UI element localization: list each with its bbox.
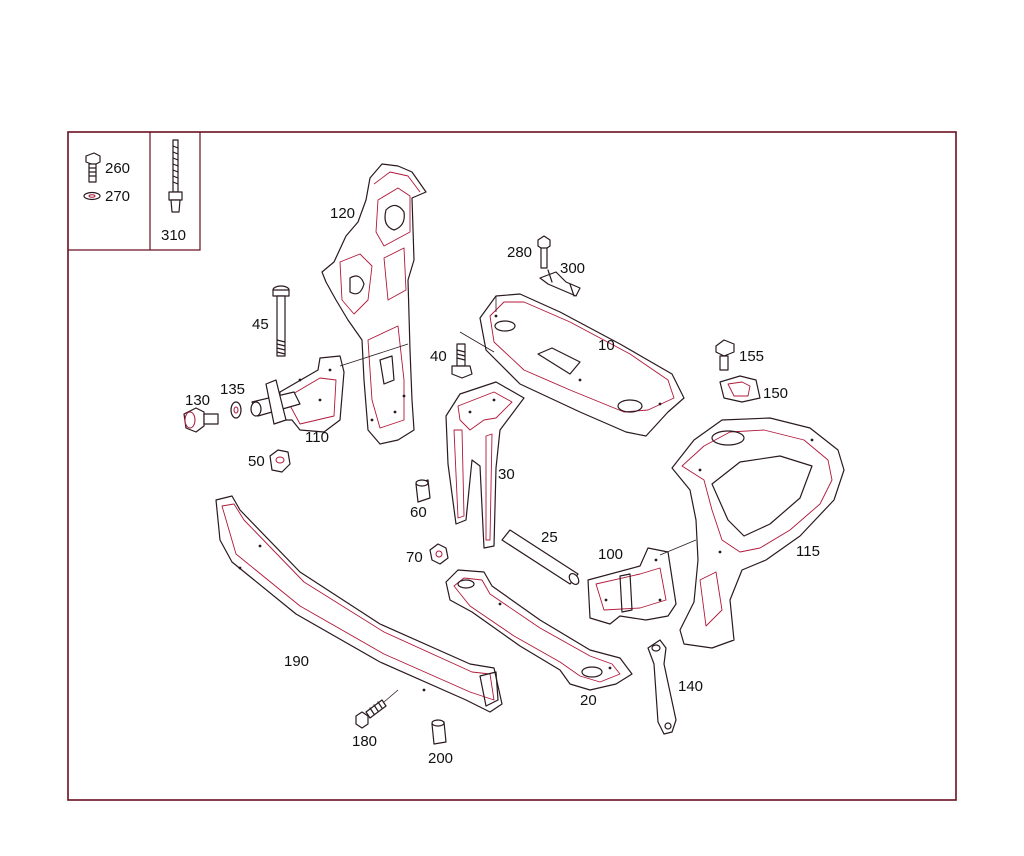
callout-115: 115	[796, 543, 820, 560]
part-155-bolt[interactable]	[715, 339, 735, 371]
part-110-left-bracket[interactable]	[250, 355, 345, 433]
callout-45: 45	[252, 316, 269, 333]
part-270-washer[interactable]	[83, 191, 101, 201]
callout-30: 30	[498, 466, 515, 483]
part-20-lower-cross-member[interactable]	[445, 569, 633, 691]
part-10-upper-cross-member[interactable]	[479, 293, 685, 437]
part-120-left-side-member[interactable]	[321, 163, 427, 445]
callout-190: 190	[284, 653, 309, 670]
part-50-nut[interactable]	[269, 449, 291, 473]
part-45-bolt[interactable]	[272, 285, 290, 357]
callout-130: 130	[185, 392, 210, 409]
part-100-right-bracket[interactable]	[587, 547, 677, 625]
part-300-clip[interactable]	[539, 269, 581, 297]
callout-120: 120	[330, 205, 355, 222]
callout-25: 25	[541, 529, 558, 546]
leader-40	[459, 331, 495, 353]
part-150-bracket[interactable]	[719, 375, 761, 403]
callout-200: 200	[428, 750, 453, 767]
part-60-bushing[interactable]	[415, 479, 431, 503]
leader-180	[383, 689, 399, 703]
callout-20: 20	[580, 692, 597, 709]
callout-155: 155	[739, 348, 764, 365]
part-130-bolt[interactable]	[183, 407, 219, 433]
callout-270: 270	[105, 188, 130, 205]
part-40-bolt[interactable]	[451, 343, 473, 379]
part-280-bolt[interactable]	[537, 235, 551, 269]
part-140-strut[interactable]	[647, 639, 677, 735]
callout-280: 280	[507, 244, 532, 261]
part-200-sleeve[interactable]	[431, 719, 447, 745]
callout-40: 40	[430, 348, 447, 365]
callout-60: 60	[410, 504, 427, 521]
leader-120	[339, 343, 409, 367]
callout-260: 260	[105, 160, 130, 177]
part-180-bolt[interactable]	[355, 699, 387, 729]
callout-310: 310	[161, 227, 186, 244]
part-190-bumper-beam[interactable]	[215, 495, 503, 713]
legend-box-outline	[68, 132, 201, 251]
callout-10: 10	[598, 337, 615, 354]
callout-70: 70	[406, 549, 423, 566]
callout-110: 110	[305, 429, 329, 446]
callout-135: 135	[220, 381, 245, 398]
part-115-right-side-member[interactable]	[671, 417, 845, 649]
callout-140: 140	[678, 678, 703, 695]
callout-180: 180	[352, 733, 377, 750]
leader-100-to-115	[659, 539, 697, 556]
part-135-washer[interactable]	[230, 401, 242, 419]
callout-150: 150	[763, 385, 788, 402]
callout-50: 50	[248, 453, 265, 470]
part-30-center-bracket[interactable]	[445, 381, 525, 549]
part-260-bolt[interactable]	[85, 152, 101, 183]
part-310-long-bolt[interactable]	[168, 139, 183, 213]
diagram-frame	[67, 131, 957, 801]
part-25-rod[interactable]	[501, 529, 581, 586]
callout-100: 100	[598, 546, 623, 563]
callout-300: 300	[560, 260, 585, 277]
part-70-nut[interactable]	[429, 543, 449, 565]
